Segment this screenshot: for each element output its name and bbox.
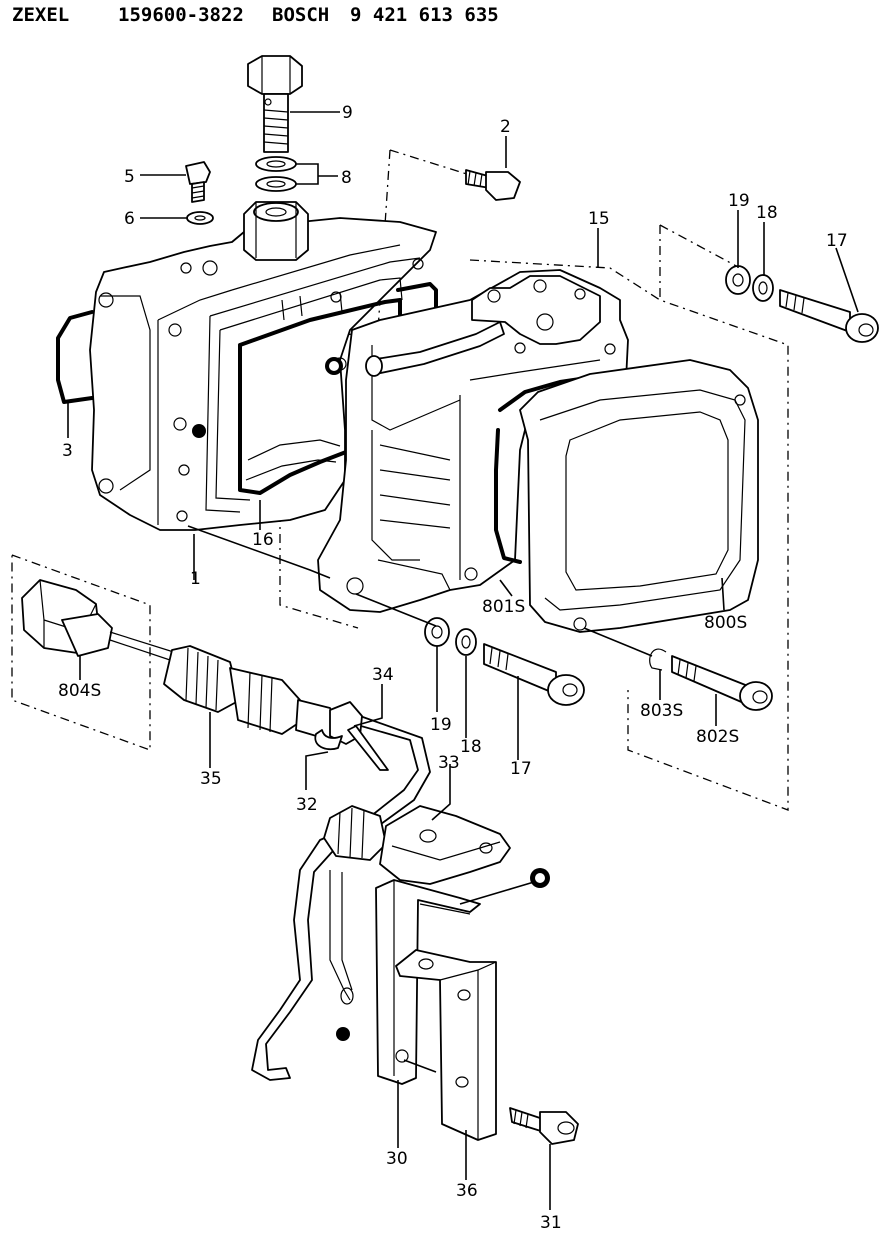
callout-30: 30 <box>386 1149 408 1169</box>
bracket-36 <box>395 949 497 1141</box>
callout-6: 6 <box>124 209 135 229</box>
callout-2: 2 <box>500 117 511 137</box>
callout-800s: 800S <box>704 613 747 633</box>
callout-17-lower: 17 <box>510 759 532 779</box>
callout-5: 5 <box>124 167 135 187</box>
callout-15: 15 <box>588 209 610 229</box>
callout-3: 3 <box>62 441 73 461</box>
washer-6 <box>186 211 214 225</box>
callout-labels: 9 8 5 6 2 15 19 18 17 3 16 1 801S 800S 8… <box>58 103 848 1233</box>
callout-19-upper: 19 <box>728 191 750 211</box>
callout-33: 33 <box>438 753 460 773</box>
callout-804s: 804S <box>58 681 101 701</box>
bolt-set-802s-803s <box>649 648 773 711</box>
screw-5 <box>185 161 211 203</box>
callout-9: 9 <box>342 103 353 123</box>
callout-32: 32 <box>296 795 318 815</box>
header-brand-bosch: BOSCH <box>272 4 330 26</box>
cover-800s <box>494 359 759 633</box>
banjo-bolt-9 <box>247 55 303 153</box>
callout-8: 8 <box>341 168 352 188</box>
callout-803s: 803S <box>640 701 683 721</box>
fuel-pipes <box>251 701 431 1081</box>
actuator-body <box>317 269 629 613</box>
header-brand-zexel: ZEXEL <box>12 4 70 26</box>
callout-16: 16 <box>252 530 274 550</box>
sealing-washers-8 <box>255 156 297 192</box>
bolt-set-upper <box>725 265 879 343</box>
callout-801s: 801S <box>482 597 525 617</box>
clip-3 <box>56 310 94 404</box>
callout-802s: 802S <box>696 727 739 747</box>
callout-17-upper: 17 <box>826 231 848 251</box>
marker-dots <box>192 357 550 1041</box>
header-zexel-part-number: 159600-3822 <box>118 4 244 26</box>
callout-36: 36 <box>456 1181 478 1201</box>
connector-804s <box>21 579 181 663</box>
callout-1: 1 <box>190 569 201 589</box>
header-bosch-part-number: 9 421 613 635 <box>350 4 499 26</box>
sensor-35 <box>163 645 341 741</box>
callout-19-lower: 19 <box>430 715 452 735</box>
callout-35: 35 <box>200 769 222 789</box>
bracket-33 <box>379 805 511 885</box>
callout-34: 34 <box>372 665 394 685</box>
callout-18-upper: 18 <box>756 203 778 223</box>
callout-18-lower: 18 <box>460 737 482 757</box>
screw-31 <box>509 1107 579 1145</box>
screw-2 <box>465 169 521 201</box>
leader-lines <box>67 111 859 1210</box>
gasket-16 <box>238 298 402 495</box>
callout-31: 31 <box>540 1213 562 1233</box>
bracket-30 <box>375 879 481 1085</box>
governor-housing-1 <box>89 201 437 531</box>
bolt-set-lower <box>424 617 585 706</box>
